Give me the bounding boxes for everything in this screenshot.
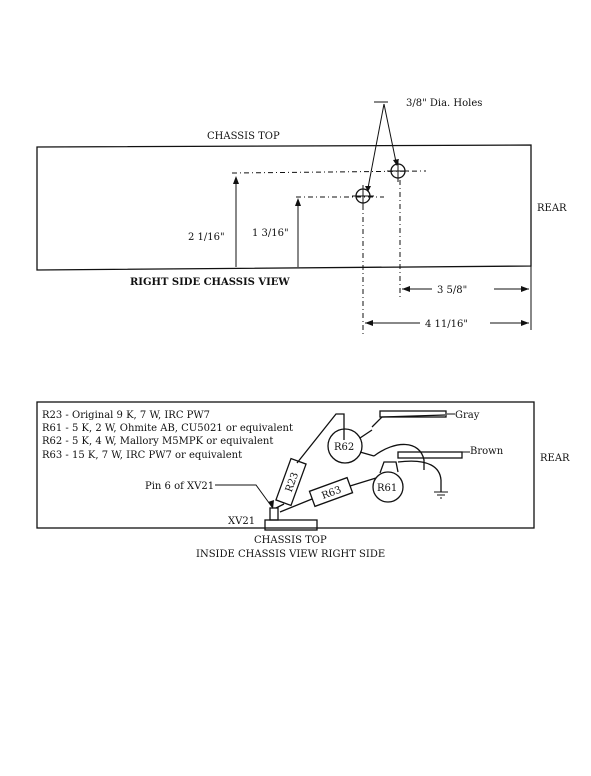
- brown-label: Brown: [470, 446, 504, 457]
- xv21-label: XV21: [228, 516, 255, 527]
- holes-arrow-right: [383, 103, 397, 163]
- dim-1-3-16: 1 3/16": [252, 228, 289, 239]
- wire-r23-top: [296, 413, 345, 464]
- arrowhead: [393, 159, 399, 166]
- arrowhead: [365, 186, 371, 192]
- gray-label: Gray: [455, 410, 480, 421]
- chassis-outline: [36, 144, 532, 271]
- chassis-top-label-bottom: CHASSIS TOP: [254, 535, 327, 546]
- chassis-top-label: CHASSIS TOP: [207, 131, 280, 142]
- resistor-r63: R63: [308, 476, 354, 508]
- r23-label: R23: [284, 471, 301, 494]
- note-r61: R61 - 5 K, 2 W, Ohmite AB, CU5021 or equ…: [42, 423, 293, 434]
- pin-leader: [215, 484, 273, 508]
- ground-icon: [434, 491, 448, 499]
- inside-view-title: INSIDE CHASSIS VIEW RIGHT SIDE: [196, 549, 385, 560]
- wire: [275, 503, 285, 509]
- view-title: RIGHT SIDE CHASSIS VIEW: [130, 277, 290, 288]
- wire-r63-left: [279, 498, 313, 513]
- wire-r62-r61: [373, 443, 425, 470]
- lug: [359, 451, 375, 457]
- hole-left: [352, 185, 374, 207]
- r61-label: R61: [377, 483, 397, 494]
- note-r63: R63 - 15 K, 7 W, IRC PW7 or equivalent: [42, 450, 242, 461]
- note-r62: R62 - 5 K, 4 W, Mallory M5MPK or equival…: [42, 436, 273, 447]
- potentiometer-r62: [327, 428, 363, 464]
- potentiometer-r61: [372, 471, 404, 503]
- r63-label: R63: [320, 485, 343, 502]
- dim-2-1-16: 2 1/16": [188, 232, 225, 243]
- r62-label: R62: [334, 442, 354, 453]
- inside-chassis-frame: [36, 401, 535, 529]
- holes-label: 3/8" Dia. Holes: [406, 98, 482, 109]
- centerline-upper: [231, 170, 427, 174]
- xv21-socket: [269, 507, 279, 521]
- gray-lead: [379, 410, 447, 418]
- r61-terminals: [379, 461, 399, 474]
- dim-4-11-16: 4 11/16": [425, 319, 468, 330]
- wire-r63-right: [349, 477, 377, 487]
- socket-plate: [264, 519, 318, 531]
- inside-chassis-view: R23 - Original 9 K, 7 W, IRC PW7 R61 - 5…: [36, 401, 570, 560]
- brown-lead: [397, 451, 463, 459]
- pin-label: Pin 6 of XV21: [145, 481, 214, 492]
- rear-label-bottom: REAR: [540, 453, 570, 464]
- resistor-r23: R23: [275, 457, 307, 507]
- right-side-chassis-view: 3/8" Dia. Holes 2 1/16" 1 3/16" CHASSIS …: [36, 98, 567, 336]
- note-r23: R23 - Original 9 K, 7 W, IRC PW7: [42, 410, 210, 421]
- wire-to-ground: [397, 460, 442, 492]
- holes-arrow-left: [367, 103, 385, 189]
- lug: [359, 429, 373, 439]
- dim-3-5-8: 3 5/8": [437, 285, 467, 296]
- rear-label: REAR: [537, 203, 567, 214]
